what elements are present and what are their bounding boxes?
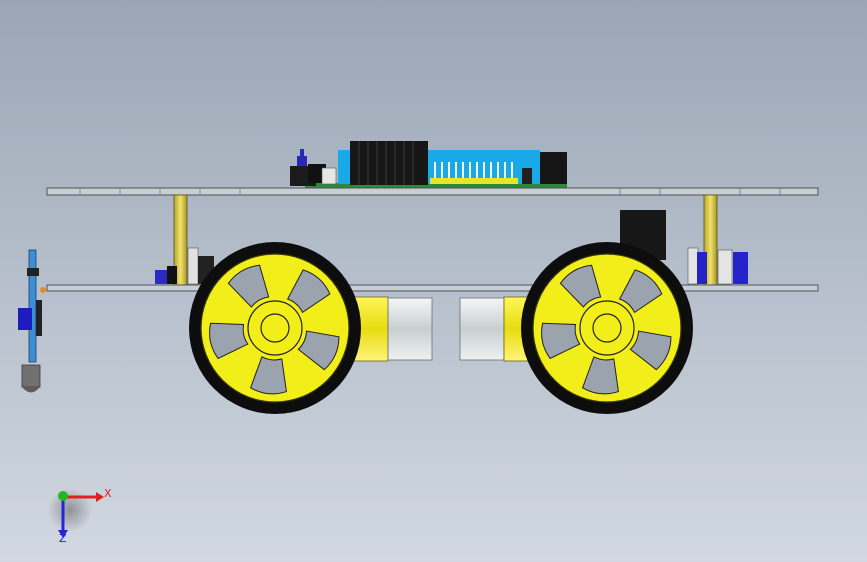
- blue-module-small: [155, 270, 167, 284]
- sensor-blue-module: [18, 308, 32, 330]
- lower-chassis-plate: [46, 284, 819, 292]
- sensor-probe: [21, 364, 41, 388]
- yellow-header-strip: [430, 178, 518, 184]
- potentiometer: [297, 156, 307, 166]
- pin-header-white: [321, 167, 337, 185]
- x-axis-label: X: [104, 487, 112, 500]
- blue-connector-left: [338, 150, 350, 184]
- header-pins: [434, 162, 513, 178]
- motor-can-left: [387, 297, 433, 361]
- black-connector-right: [540, 152, 567, 184]
- white-capacitor: [187, 247, 199, 285]
- hub-left: [260, 313, 290, 343]
- wheel-right[interactable]: [521, 242, 693, 414]
- y-axis-arrow: [58, 491, 68, 501]
- z-axis-label: Z: [59, 532, 67, 545]
- coordinate-triad-icon: X Z: [48, 487, 112, 545]
- wheel-left[interactable]: [189, 242, 361, 414]
- motor-can-right: [459, 297, 505, 361]
- black-module: [350, 141, 428, 185]
- upper-chassis-plate: [46, 187, 819, 196]
- hub-right: [592, 313, 622, 343]
- blue-module-right: [733, 252, 748, 284]
- ultrasonic-sensor-bracket: [18, 249, 46, 393]
- top-electronics: [290, 141, 567, 189]
- pcb-board: [305, 183, 567, 189]
